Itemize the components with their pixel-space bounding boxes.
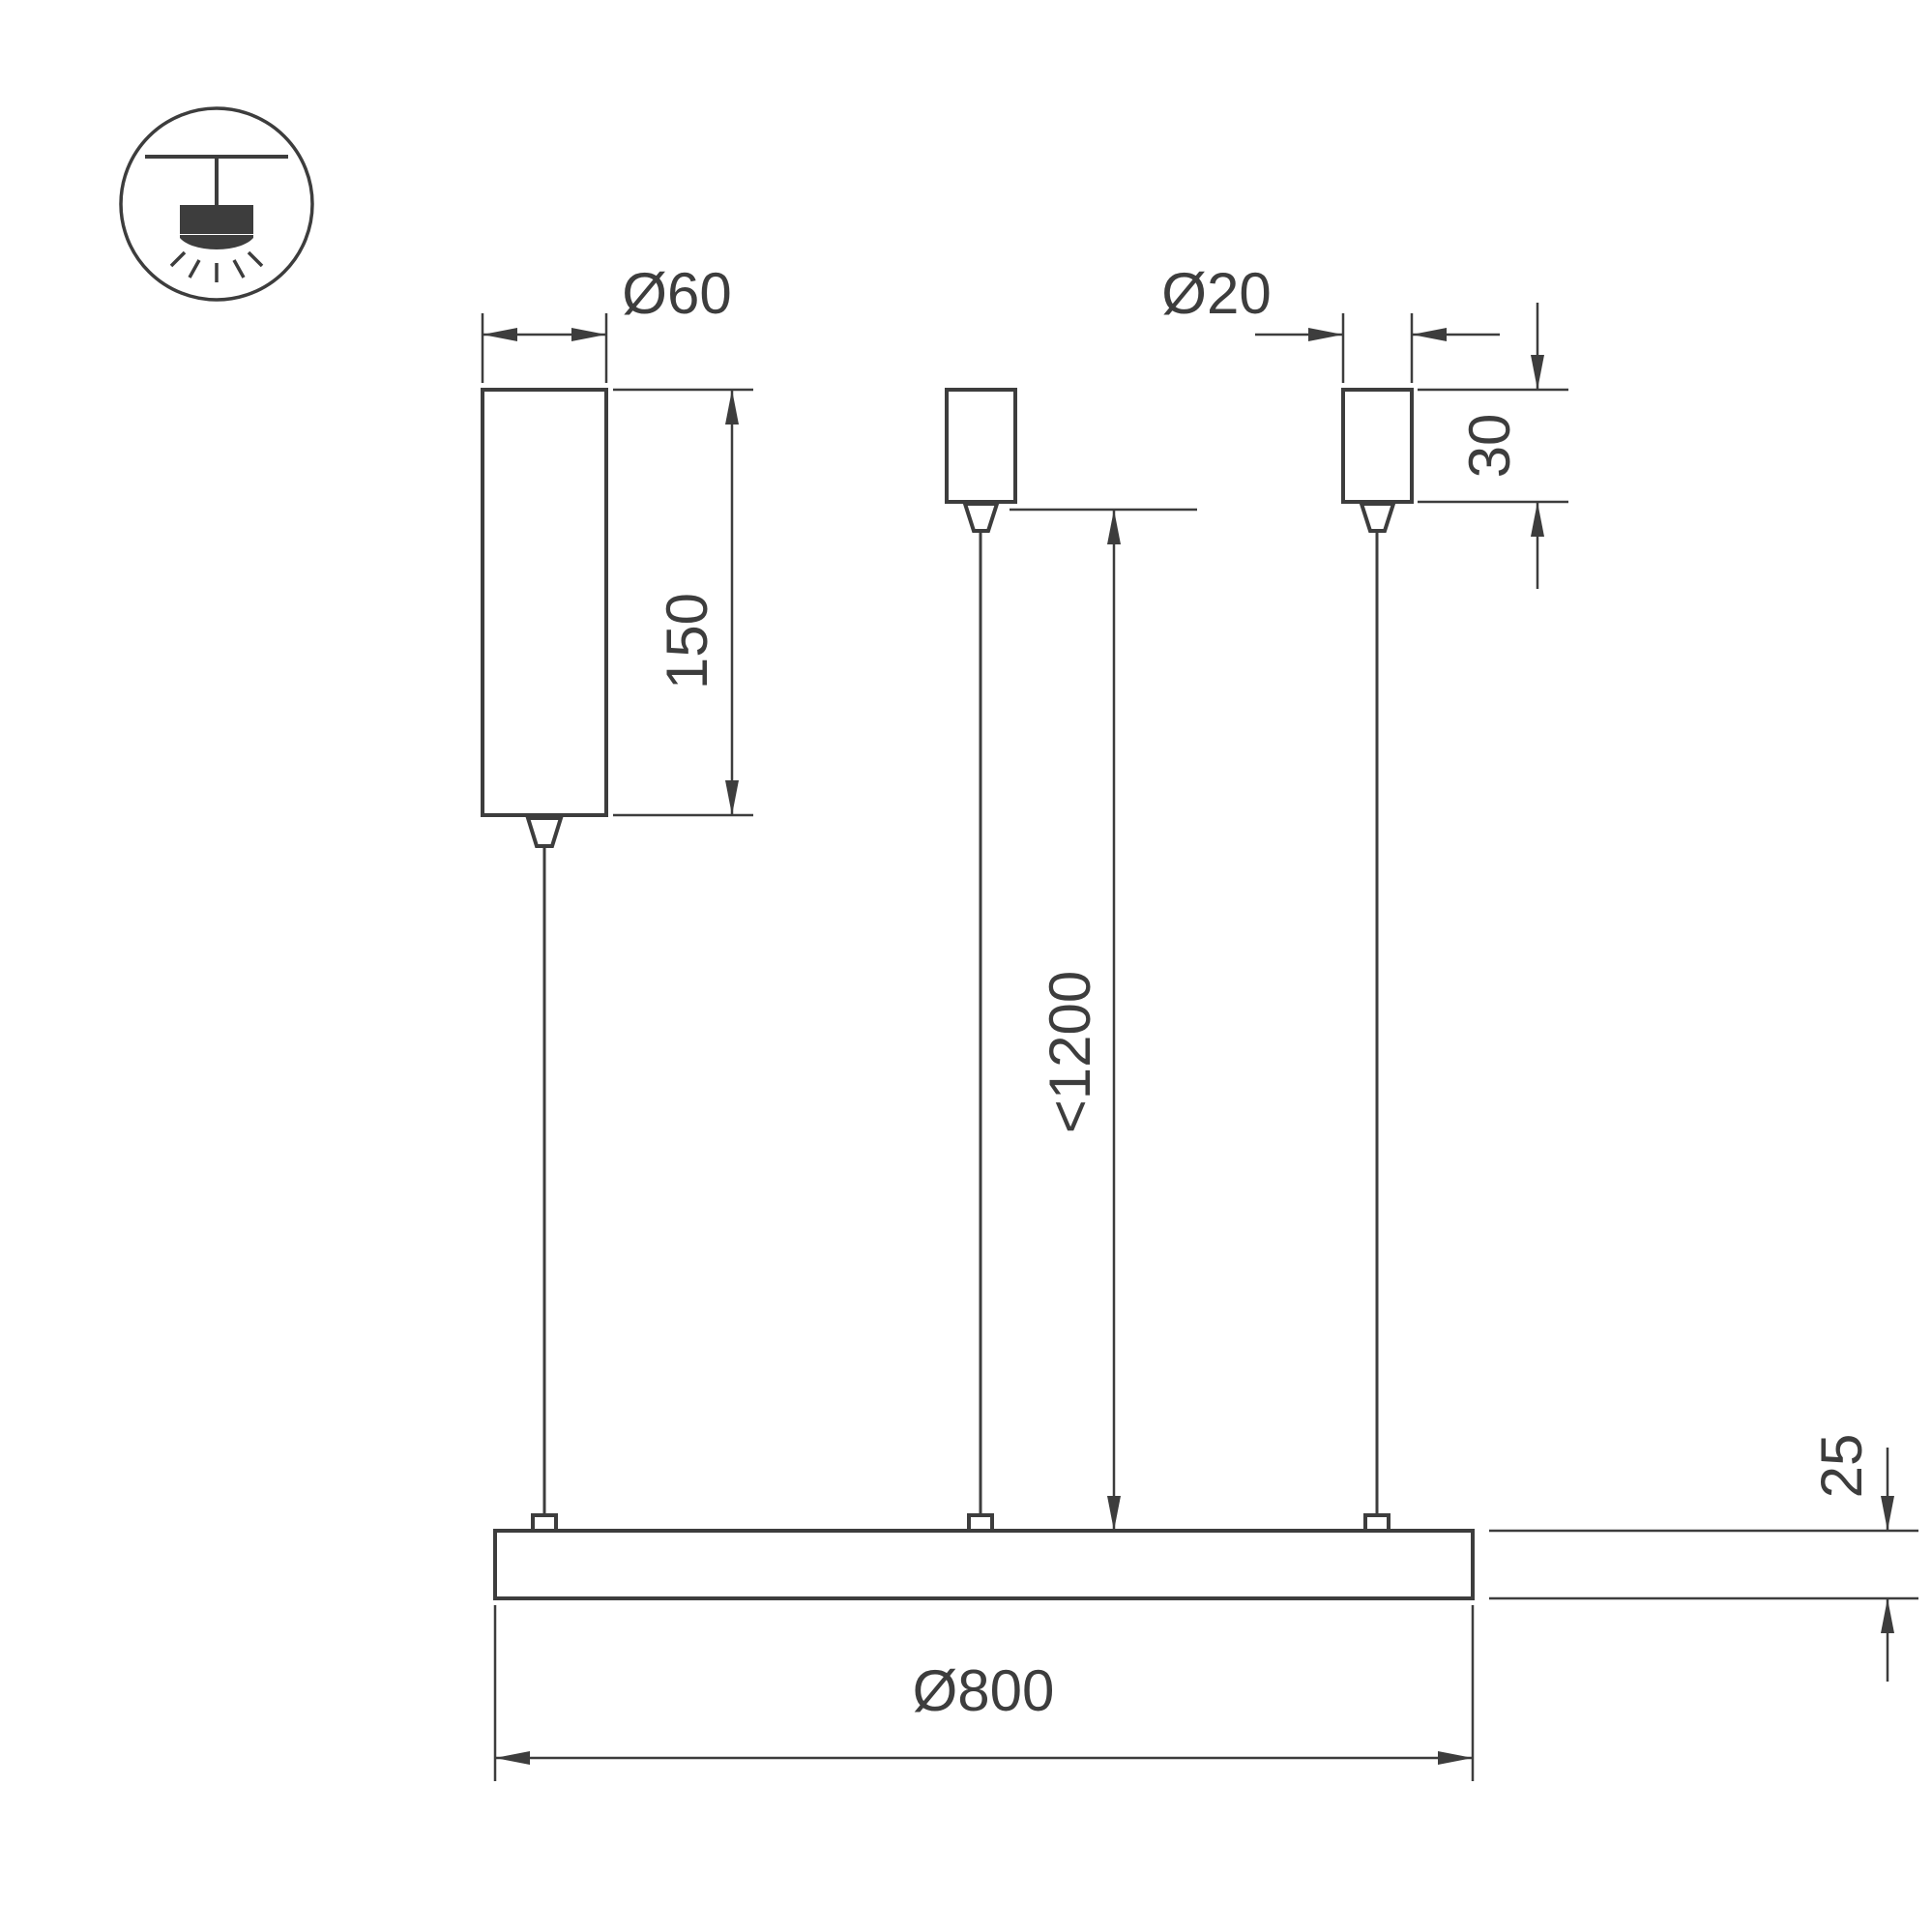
arrow-up-icon [1107,510,1121,544]
dimension-label-canopy-diameter: Ø20 [1161,261,1271,326]
arrow-down-icon [725,780,739,815]
icon-circle-border [119,106,314,302]
dimension-lamp-diameter: Ø800 [493,1605,1475,1781]
arrow-right-icon [1438,1751,1473,1765]
arrow-down-icon [1531,355,1544,390]
cable-fixing-right [1363,1513,1390,1533]
arrow-down-icon [1107,1496,1121,1531]
dimension-driver-height: 150 [613,388,753,817]
arrow-up-icon [1881,1598,1894,1633]
dimension-label-driver-height: 150 [655,593,719,689]
dimension-label-suspension-length: <1200 [1038,971,1102,1134]
ceiling-pendant-mount-icon [119,106,314,302]
right-canopy-body [1341,388,1414,504]
dimension-label-driver-diameter: Ø60 [622,261,731,326]
dimension-label-lamp-height: 25 [1809,1434,1874,1499]
driver-canopy-cord-grip [525,816,564,848]
driver-canopy [481,388,608,1515]
dimension-lamp-height: 25 [1489,1434,1918,1682]
arrow-right-icon [1308,328,1343,341]
dimension-canopy-height: 30 [1418,303,1568,589]
dimension-canopy-diameter: Ø20 [1161,261,1500,383]
right-canopy [1341,388,1414,1515]
right-canopy-cord-grip [1359,502,1396,533]
arrow-left-icon [495,1751,530,1765]
icon-light-rays [169,250,264,282]
arrow-down-icon [1881,1496,1894,1531]
arrow-up-icon [725,390,739,424]
cable-fixing-middle [967,1513,994,1533]
lamp-bar [493,1513,1475,1600]
arrow-up-icon [1531,502,1544,537]
dimension-label-lamp-diameter: Ø800 [913,1658,1055,1723]
dimension-label-canopy-height: 30 [1457,414,1522,479]
lamp-bar-body [493,1529,1475,1600]
middle-canopy-body [945,388,1017,504]
icon-lamp-lens [180,235,253,249]
dimension-suspension-length: <1200 [1010,508,1197,1531]
dimension-driver-diameter: Ø60 [481,261,732,383]
arrow-left-icon [1412,328,1447,341]
middle-canopy [945,388,1017,1515]
middle-canopy-cord-grip [962,502,1000,533]
icon-lamp-shade [180,205,253,234]
cable-fixing-left [531,1513,558,1533]
driver-canopy-body [481,388,608,817]
arrow-right-icon [571,328,606,341]
arrow-left-icon [483,328,517,341]
